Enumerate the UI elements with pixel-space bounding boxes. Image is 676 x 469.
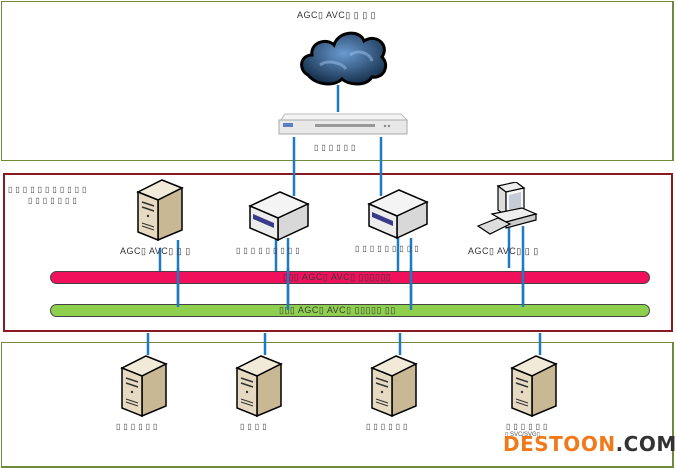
switch-icon xyxy=(367,189,429,240)
red-network-bus: ▯▯▯ AGC▯ AVC▯ ▯▯▯▯▯▯ xyxy=(50,271,650,284)
server-icon xyxy=(136,179,184,242)
mid-device-label-2: ▯▯▯▯▯▯▯▯▯ xyxy=(236,246,303,255)
switch-icon xyxy=(248,191,310,242)
watermark: DESTOON.COM xyxy=(503,432,676,456)
bottom-device-sublabel-4: ▯ SVC/SVG▯ xyxy=(505,432,540,438)
server-icon xyxy=(510,355,558,418)
server-icon xyxy=(370,355,418,418)
cloud-icon xyxy=(300,31,388,86)
server-icon xyxy=(235,355,283,418)
mid-device-label-4: AGC▯ AVC▯ ▯ ▯ xyxy=(468,246,539,256)
unit-control-zone xyxy=(1,342,674,468)
zone-label-line1: ▯▯▯▯▯▯▯▯▯▯▯ xyxy=(8,185,90,194)
zone-label-line2: ▯▯▯▯▯▯▯ xyxy=(28,196,80,205)
plant-network-zone xyxy=(3,173,673,332)
workstation-icon xyxy=(476,182,538,235)
mid-device-label-1: AGC▯ AVC▯ ▯ ▯ xyxy=(120,246,191,256)
server-icon xyxy=(120,355,168,418)
bottom-device-label-4: ▯▯▯▯▯▯ xyxy=(506,422,551,431)
upper-dispatch-zone xyxy=(1,1,674,161)
cloud-label: AGC▯ AVC▯ ▯ ▯ ▯ xyxy=(297,10,377,20)
green-network-bus: ▯▯▯ AGC▯ AVC▯ ▯▯▯▯▯ ▯▯ xyxy=(50,304,650,317)
watermark-part2: .COM xyxy=(615,432,676,456)
gateway-appliance-icon xyxy=(278,113,409,135)
watermark-part1: DESTOON xyxy=(503,432,616,456)
gateway-label: ▯▯▯▯▯▯ xyxy=(314,143,359,152)
mid-device-label-3: ▯▯▯▯▯▯▯▯▯ xyxy=(355,244,422,253)
bottom-device-label-1: ▯▯▯▯▯▯ xyxy=(116,422,161,431)
bottom-device-label-2: ▯▯▯▯ xyxy=(240,422,270,431)
bottom-device-label-3: ▯▯▯▯▯▯ xyxy=(366,422,411,431)
green-bus-label: ▯▯▯ AGC▯ AVC▯ ▯▯▯▯▯ ▯▯ xyxy=(279,305,396,315)
red-bus-label: ▯▯▯ AGC▯ AVC▯ ▯▯▯▯▯▯ xyxy=(283,272,392,282)
